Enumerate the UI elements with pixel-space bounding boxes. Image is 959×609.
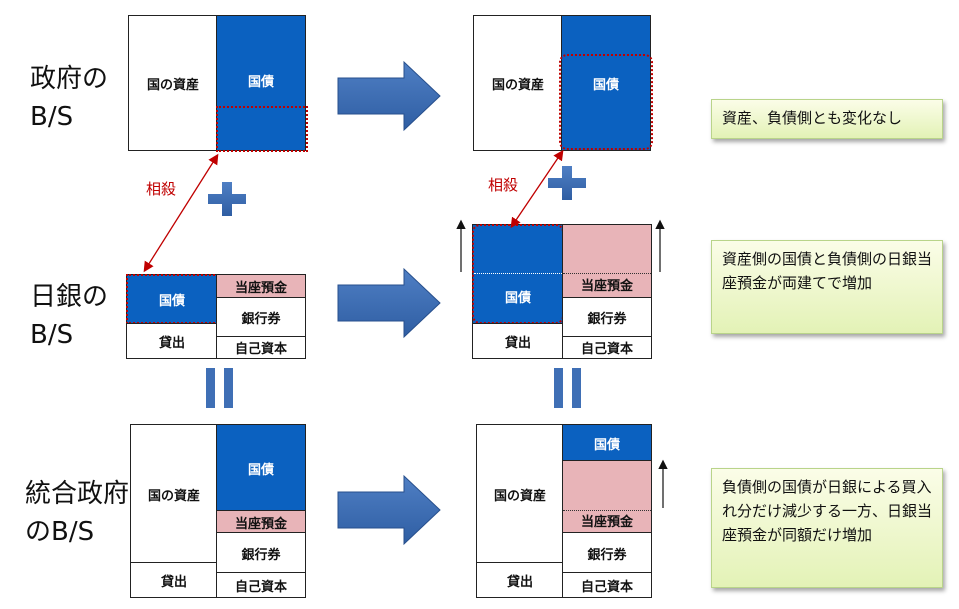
plus-icon-right: [548, 166, 586, 200]
cons-after-jgb: 国債: [562, 424, 652, 462]
cons-before-equity: 自己資本: [216, 572, 306, 598]
boj-before-deposits: 当座預金: [216, 274, 306, 298]
consolidated-bs-label: 統合政府 のB/S: [25, 475, 129, 551]
govt-before-assets: 国の資産: [128, 15, 218, 151]
govt-before-assets-text: 国の資産: [146, 77, 199, 93]
boj-before-loans-text: 貸出: [158, 335, 185, 351]
boj-after-jgb-text: 国債: [504, 291, 531, 306]
boj-after-deposits-divider: [563, 273, 651, 274]
note-govt-text: 資産、負債側とも変化なし: [722, 109, 903, 127]
cons-before-jgb: 国債: [216, 424, 306, 512]
govt-bs-label: 政府の B/S: [30, 60, 108, 136]
cons-after-banknotes: 銀行券: [562, 532, 652, 574]
note-consolidated-text: 負債側の国債が日銀による買入れ分だけ減少する一方、日銀当座預金が同額だけ増加: [722, 478, 933, 544]
boj-after-loans-text: 貸出: [504, 335, 531, 351]
boj-after-banknotes-text: 銀行券: [587, 311, 627, 327]
cons-before-jgb-text: 国債: [247, 462, 274, 478]
cons-before-assets-text: 国の資産: [147, 488, 200, 504]
boj-after-equity-text: 自己資本: [580, 342, 633, 357]
boj-bs-label-line1: 日銀の: [30, 282, 109, 312]
consolidated-bs-label-line1: 統合政府: [25, 479, 130, 509]
plus-icon-left: [208, 182, 246, 216]
cons-after-equity: 自己資本: [562, 572, 652, 598]
transition-arrow-consolidated: [337, 474, 441, 546]
boj-after-banknotes: 銀行券: [562, 297, 652, 337]
note-boj: 資産側の国債と負債側の日銀当座預金が両建てで増加: [711, 240, 943, 334]
cons-before-banknotes-text: 銀行券: [241, 547, 281, 563]
govt-before-offset-marker: [216, 106, 308, 152]
cons-after-loans: 貸出: [476, 562, 564, 598]
cons-before-assets: 国の資産: [130, 424, 218, 564]
cons-before-deposits-text: 当座預金: [234, 516, 287, 532]
cons-after-equity-text: 自己資本: [580, 579, 633, 595]
cons-after-loans-text: 貸出: [506, 574, 533, 590]
boj-after-deposits: 当座預金: [562, 224, 652, 298]
boj-bs-label-line2: B/S: [30, 320, 74, 350]
govt-after-jgb-text: 国債: [592, 77, 619, 93]
boj-before-loans: 貸出: [126, 323, 218, 359]
note-boj-text: 資産側の国債と負債側の日銀当座預金が両建てで増加: [722, 250, 933, 292]
boj-before-equity: 自己資本: [216, 336, 306, 359]
govt-after-assets-text: 国の資産: [491, 77, 544, 93]
govt-before-jgb-text: 国債: [247, 75, 274, 90]
govt-after-offset-marker: [559, 54, 653, 150]
equals-icon-left: [206, 368, 233, 408]
govt-bs-label-line2: B/S: [30, 102, 74, 132]
offset-arrow-right: [510, 149, 564, 229]
cons-after-assets: 国の資産: [476, 424, 564, 564]
cons-before-loans: 貸出: [130, 562, 218, 598]
boj-after-loans: 貸出: [472, 323, 564, 359]
cons-before-deposits: 当座預金: [216, 510, 306, 534]
boj-before-banknotes: 銀行券: [216, 297, 306, 337]
cons-after-deposits-text: 当座預金: [580, 515, 633, 530]
cons-before-equity-text: 自己資本: [234, 579, 287, 595]
govt-before-jgb: 国債: [216, 15, 306, 151]
cons-after-jgb-text: 国債: [593, 437, 620, 453]
offset-label-right: 相殺: [488, 176, 519, 194]
boj-before-jgb-text: 国債: [158, 293, 185, 309]
cons-after-deposits-divider: [563, 510, 651, 511]
cons-after-banknotes-text: 銀行券: [587, 547, 627, 563]
note-govt: 資産、負債側とも変化なし: [711, 99, 943, 139]
offset-label-left: 相殺: [146, 180, 177, 198]
transition-arrow-boj: [337, 267, 441, 339]
equals-icon-right: [554, 368, 581, 408]
boj-after-equity: 自己資本: [562, 336, 652, 359]
boj-after-jgb-divider: [474, 273, 562, 274]
boj-before-jgb: 国債: [126, 274, 218, 324]
note-consolidated: 負債側の国債が日銀による買入れ分だけ減少する一方、日銀当座預金が同額だけ増加: [711, 468, 943, 588]
govt-bs-label-line1: 政府の: [30, 64, 109, 94]
boj-before-deposits-text: 当座預金: [234, 280, 287, 296]
govt-after-jgb: 国債: [561, 15, 651, 151]
transition-arrow-govt: [337, 60, 441, 132]
boj-bs-label: 日銀の B/S: [30, 278, 108, 354]
boj-after-jgb: 国債: [472, 224, 564, 324]
govt-after-assets: 国の資産: [473, 15, 563, 151]
offset-arrow-left: [143, 153, 219, 273]
consolidated-bs-label-line2: のB/S: [25, 517, 95, 547]
cons-before-loans-text: 貸出: [160, 574, 187, 590]
boj-before-equity-text: 自己資本: [234, 342, 287, 357]
cons-after-assets-text: 国の資産: [493, 488, 546, 504]
boj-after-deposits-text: 当座預金: [580, 279, 633, 294]
cons-before-banknotes: 銀行券: [216, 532, 306, 574]
boj-before-banknotes-text: 銀行券: [241, 311, 281, 327]
